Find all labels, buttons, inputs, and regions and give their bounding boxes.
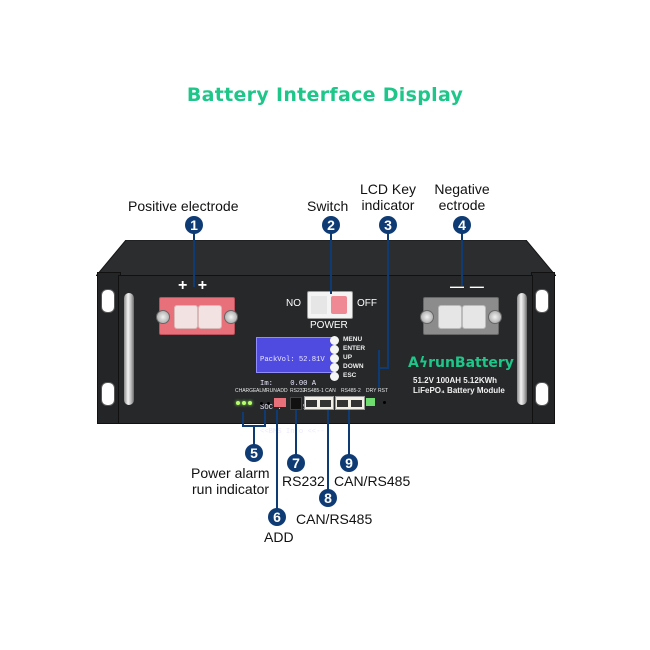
lcd-display: PackVol: 52.81V Im: 0.00 A SOC : 59 % 1 … [256, 337, 336, 436]
callout-label-negative-electrode: Negative ectrode [430, 181, 494, 213]
callout-badge-2: 2 [322, 216, 340, 234]
callout-badge-6: 6 [268, 508, 286, 526]
label-line: run indicator [192, 481, 270, 497]
left-handle [124, 293, 134, 405]
lcd-line: PackVol: 52.81V [260, 356, 325, 364]
callout-line-5-bracket [242, 410, 266, 427]
terminal-screw [438, 305, 462, 329]
menu-key[interactable] [330, 336, 339, 345]
positive-terminal [156, 297, 238, 335]
switch-lever [311, 296, 327, 314]
diagram-title: Battery Interface Display [186, 84, 464, 106]
callout-label-rs232: RS232 [282, 473, 325, 489]
label-line: LCD Key [359, 181, 417, 197]
charge-label: CHARGE [235, 388, 257, 394]
rj45-jack [351, 400, 362, 407]
esc-key[interactable] [330, 372, 339, 381]
charge-led [236, 401, 240, 405]
add-dip-switch[interactable] [274, 398, 286, 407]
positive-symbol: + + [178, 277, 211, 294]
switch-power-label: POWER [310, 320, 348, 331]
rs485-1-can-port[interactable] [304, 396, 334, 410]
terminal-screw [198, 305, 222, 329]
terminal-bolt [420, 310, 434, 324]
rs485-2-port[interactable] [335, 396, 365, 410]
callout-badge-4: 4 [453, 216, 471, 234]
add-label: ADD [277, 388, 288, 394]
label-line: Power alarm [191, 465, 270, 481]
negative-symbol: — — [450, 278, 485, 294]
mounting-slot [101, 382, 115, 406]
enter-key[interactable] [330, 345, 339, 354]
esc-key-label: ESC [343, 372, 357, 379]
terminal-bolt [156, 310, 170, 324]
label-line: Negative [434, 181, 490, 197]
rs485-2-label: RS485-2 [341, 388, 361, 394]
callout-badge-5: 5 [245, 444, 263, 462]
dry-contact-port[interactable] [366, 398, 375, 406]
run-label: RUN [266, 388, 277, 394]
battery-top-face [96, 240, 556, 276]
power-switch[interactable] [307, 291, 353, 319]
callout-badge-8: 8 [319, 489, 337, 507]
terminal-bolt [488, 310, 502, 324]
dry-label: DRY [366, 388, 377, 394]
rj45-jack [306, 400, 317, 407]
reset-button[interactable] [383, 401, 386, 404]
down-key[interactable] [330, 363, 339, 372]
callout-label-lcd-key-indicator: LCD Key indicator [358, 181, 418, 213]
switch-off-label: OFF [357, 298, 377, 309]
terminal-bolt [224, 310, 238, 324]
lcd-line: <<BMS Info <<-- [260, 428, 325, 436]
callout-label-switch: Switch [307, 198, 349, 214]
up-key[interactable] [330, 354, 339, 363]
alarm-led [260, 402, 263, 405]
mounting-slot [101, 289, 115, 313]
spec-line-1: 51.2V 100AH 5.12KWh [413, 376, 498, 385]
rs485-1-label: RS485-1 CAN [304, 388, 336, 394]
terminal-screw [462, 305, 486, 329]
callout-badge-3: 3 [379, 216, 397, 234]
callout-label-can-rs485-2: CAN/RS485 [334, 473, 411, 489]
callout-label-positive-electrode: Positive electrode [128, 198, 239, 214]
callout-line-3 [379, 232, 389, 369]
callout-badge-9: 9 [340, 454, 358, 472]
spec-line-2: LiFePO₄ Battery Module [413, 386, 505, 395]
rst-label: RST [378, 388, 388, 394]
label-line: indicator [361, 197, 415, 213]
rj45-jack [337, 400, 348, 407]
terminal-screw [174, 305, 198, 329]
charge-led [248, 401, 252, 405]
callout-badge-1: 1 [185, 216, 203, 234]
rs232-label: RS232 [290, 388, 306, 394]
alm-label: ALM [256, 388, 267, 394]
lcd-line: Im: 0.00 A [260, 380, 317, 388]
rj45-jack [320, 400, 331, 407]
label-line: ectrode [438, 197, 486, 213]
brand-logo: AϟrunBattery [408, 355, 514, 371]
up-key-label: UP [343, 354, 353, 361]
rs232-port[interactable] [290, 397, 302, 410]
mounting-slot [535, 382, 549, 406]
negative-terminal [420, 297, 502, 335]
run-led [267, 402, 270, 405]
charge-led [242, 401, 246, 405]
switch-on-label: NO [286, 298, 301, 309]
callout-label-can-rs485-1: CAN/RS485 [296, 511, 373, 527]
callout-badge-7: 7 [287, 454, 305, 472]
enter-key-label: ENTER [343, 345, 366, 352]
callout-label-power-alarm-run-indicator: Power alarm run indicator [191, 465, 270, 497]
mounting-slot [535, 289, 549, 313]
menu-key-label: MENU [343, 336, 363, 343]
callout-label-add: ADD [264, 529, 294, 545]
right-handle [517, 293, 527, 405]
down-key-label: DOWN [343, 363, 364, 370]
switch-toggle [331, 296, 347, 314]
